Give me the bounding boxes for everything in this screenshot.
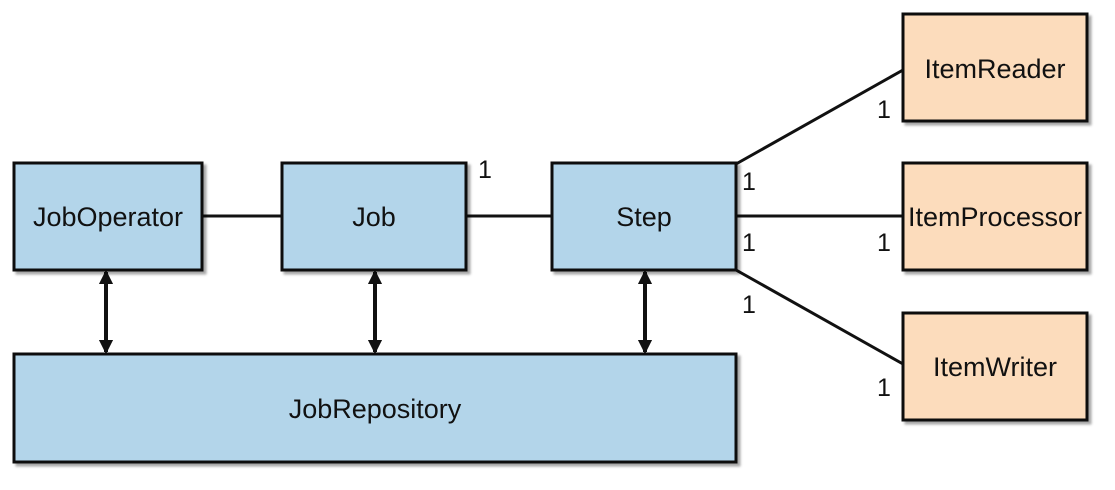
step-box [550, 161, 738, 272]
item-processor-label: ItemProcessor [908, 202, 1082, 232]
item-reader-label: ItemReader [924, 54, 1065, 84]
multiplicity-writer-step: 1 [877, 374, 891, 402]
item-processor-box [901, 161, 1089, 272]
multiplicity-step-reader: 1 [742, 168, 756, 196]
step-writer-connector [735, 268, 904, 366]
step-label: Step [616, 202, 672, 232]
job-box [280, 161, 468, 272]
job-operator-label: JobOperator [33, 202, 183, 232]
multiplicity-step-processor: 1 [742, 229, 756, 257]
item-reader-box [901, 12, 1089, 123]
multiplicity-job-step: 1 [478, 156, 492, 184]
item-writer-label: ItemWriter [933, 352, 1057, 382]
multiplicity-processor-step: 1 [877, 229, 891, 257]
job-label: Job [352, 202, 396, 232]
job-operator-box [12, 161, 204, 272]
multiplicity-step-writer: 1 [742, 291, 756, 319]
job-repository-box [12, 352, 738, 464]
job-repository-label: JobRepository [289, 394, 462, 424]
multiplicity-reader-step: 1 [877, 96, 891, 124]
item-writer-box [901, 311, 1089, 422]
step-reader-connector [735, 68, 904, 166]
